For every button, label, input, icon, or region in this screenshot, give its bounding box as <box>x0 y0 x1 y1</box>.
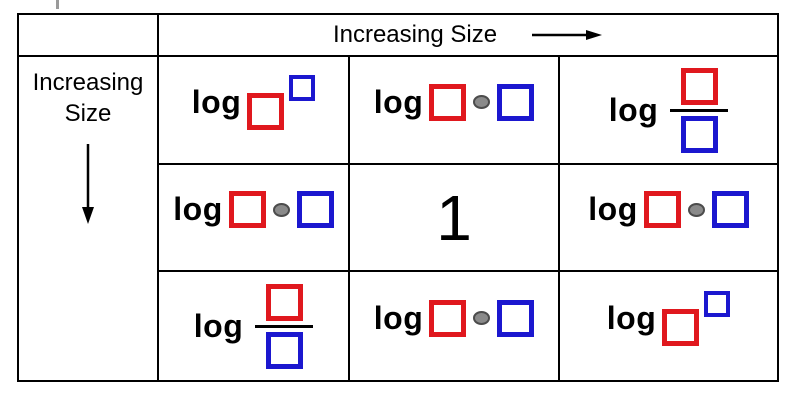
power-expression <box>247 74 316 130</box>
fraction <box>255 283 314 369</box>
cell-r2c3-log-product: log <box>560 165 777 272</box>
gray-dot <box>687 202 705 217</box>
fraction <box>670 67 729 153</box>
red-square <box>662 308 700 346</box>
cell-r1c1-log-power: log <box>159 57 350 165</box>
one-label: 1 <box>436 181 472 254</box>
cell-r3c2-log-product: log <box>350 272 560 380</box>
fraction-bar <box>670 108 729 112</box>
down-arrow-icon <box>82 144 94 224</box>
gray-dot <box>473 311 491 325</box>
scan-artifact <box>56 0 59 9</box>
blue-square <box>296 191 334 228</box>
power-expression <box>662 290 731 346</box>
log-label: log <box>608 91 659 128</box>
gray-dot <box>272 202 290 217</box>
row-header-line1: Increasing <box>32 69 144 96</box>
blue-square <box>711 191 749 228</box>
log-properties-table: Increasing Size Increasing Size log lo <box>17 13 779 382</box>
red-square <box>643 191 681 228</box>
red-square <box>247 92 285 130</box>
red-square <box>228 191 266 228</box>
log-label: log <box>606 299 657 336</box>
log-label: log <box>373 83 424 120</box>
log-label: log <box>373 299 424 336</box>
cell-r3c3-log-power: log <box>560 272 777 380</box>
blue-square <box>497 299 535 337</box>
corner-cell <box>19 15 159 57</box>
cell-r1c3-log-quotient: log <box>560 57 777 165</box>
blue-denominator-square <box>265 331 303 369</box>
blue-exponent-square <box>289 74 316 101</box>
row-header: Increasing Size <box>19 57 159 380</box>
gray-dot <box>473 95 491 109</box>
cell-r2c2-one: 1 <box>350 165 560 272</box>
blue-square <box>497 83 535 121</box>
log-label: log <box>191 83 242 120</box>
blue-denominator-square <box>680 115 718 153</box>
right-arrow-icon <box>532 30 603 40</box>
log-label: log <box>588 191 638 227</box>
red-numerator-square <box>680 67 718 105</box>
log-label: log <box>173 191 223 227</box>
fraction-bar <box>255 324 314 328</box>
column-header-label: Increasing Size <box>332 21 498 48</box>
blue-exponent-square <box>704 290 731 317</box>
red-square <box>429 83 467 121</box>
cell-r1c2-log-product: log <box>350 57 560 165</box>
row-header-line2: Size <box>64 100 112 127</box>
column-header: Increasing Size <box>159 15 777 57</box>
cell-r2c1-log-product: log <box>159 165 350 272</box>
log-label: log <box>193 307 244 344</box>
red-square <box>429 299 467 337</box>
red-numerator-square <box>265 283 303 321</box>
cell-r3c1-log-quotient: log <box>159 272 350 380</box>
